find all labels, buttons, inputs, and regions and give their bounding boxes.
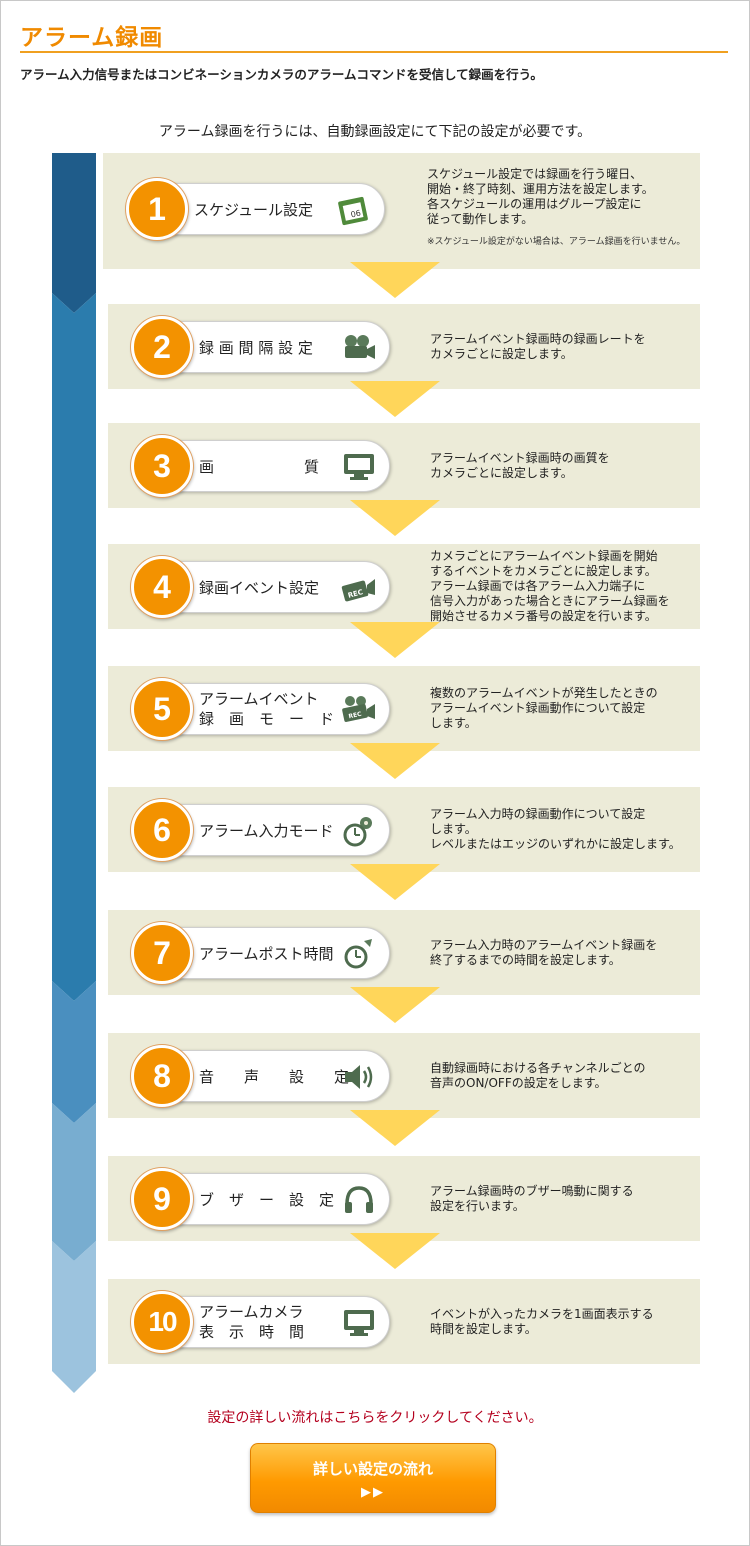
step-number: 3 xyxy=(131,435,193,497)
step-pill: 3 画 質 xyxy=(131,435,390,497)
cta-text: 設定の詳しい流れはこちらをクリックしてください。 xyxy=(207,1410,543,1426)
rec-camera-icon: REC xyxy=(341,570,377,606)
step-number: 1 xyxy=(126,178,188,240)
step-desc-text: スケジュール設定では録画を行う曜日、 開始・終了時刻、運用方法を設定します。 各… xyxy=(427,167,654,226)
step-label: 音 声 設 定 xyxy=(199,1067,350,1086)
step-description: アラーム入力時のアラームイベント録画を 終了するまでの時間を設定します。 xyxy=(430,937,658,967)
step-pill: 1 スケジュール設定 06 xyxy=(126,178,385,240)
step-label-line2: 表 示 時 間 xyxy=(199,1323,305,1341)
step-panel-3: 3 画 質 アラームイベント録画時の画質を カメラごとに設定します。 xyxy=(108,423,700,508)
step-pill: 6 アラーム入力モード xyxy=(131,799,390,861)
monitor-icon xyxy=(341,449,377,485)
flow-arrow xyxy=(350,864,440,900)
speaker-icon xyxy=(341,1059,377,1095)
flow-arrow xyxy=(350,1110,440,1146)
intro-text: アラーム録画を行うには、自動録画設定にて下記の設定が必要です。 xyxy=(158,124,592,140)
film-camera-icon xyxy=(341,330,377,366)
step-description: アラーム録画時のブザー鳴動に関する 設定を行います。 xyxy=(430,1183,634,1213)
rec-film-camera-icon: REC xyxy=(341,692,377,728)
step-pill: 7 アラームポスト時間 xyxy=(131,922,390,984)
step-description: カメラごとにアラームイベント録画を開始 するイベントをカメラごとに設定します。 … xyxy=(430,549,670,623)
title-rule xyxy=(20,51,728,53)
sidebar-label-group: グループA～F設定 xyxy=(26,430,42,570)
sidebar-flow xyxy=(52,153,96,1393)
step-label: アラームポスト時間 xyxy=(199,944,334,963)
step-panel-1: 1 スケジュール設定 06 スケジュール設定では録画を行う曜日、 開始・終了時刻… xyxy=(103,153,700,269)
step-pill: 5 アラームイベント 録 画 モ ー ド REC xyxy=(131,678,390,740)
step-number: 4 xyxy=(131,556,193,618)
step-panel-5: 5 アラームイベント 録 画 モ ー ド REC 複数のアラームイベントが発生し… xyxy=(108,666,700,751)
step-panel-6: 6 アラーム入力モード アラーム入力時の録画動作について設定 します。 レベルま… xyxy=(108,787,700,872)
page-title: アラーム録画 xyxy=(20,25,164,51)
step-label: アラームカメラ 表 示 時 間 xyxy=(199,1297,304,1347)
step-panel-7: 7 アラームポスト時間 アラーム入力時のアラームイベント録画を 終了するまでの時… xyxy=(108,910,700,995)
flow-arrow xyxy=(350,987,440,1023)
sidebar-label-audio: 音声設定 xyxy=(26,1037,42,1097)
step-label: 録画イベント設定 xyxy=(199,578,320,597)
step-description: 自動録画時における各チャンネルごとの 音声のON/OFFの設定をします。 xyxy=(430,1060,646,1090)
calendar-icon: 06 xyxy=(336,192,372,228)
step-label: スケジュール設定 xyxy=(194,200,313,219)
flow-arrow xyxy=(350,743,440,779)
step-label: アラームイベント 録 画 モ ー ド xyxy=(199,684,334,734)
step-panel-9: 9 ブ ザ ー 設 定 アラーム録画時のブザー鳴動に関する 設定を行います。 xyxy=(108,1156,700,1241)
stopwatch-icon xyxy=(341,936,377,972)
sidebar-label-system: システム設定 xyxy=(26,1150,42,1240)
svg-text:REC: REC xyxy=(348,711,363,721)
step-description: イベントが入ったカメラを1画面表示する 時間を設定します。 xyxy=(430,1306,654,1336)
sidebar-label-schedule: スケジュール設定 xyxy=(26,170,42,290)
step-label: ブ ザ ー 設 定 xyxy=(199,1190,335,1209)
step-number: 10 xyxy=(131,1291,193,1353)
play-arrows-icon: ▶▶ xyxy=(361,1485,385,1500)
step-pill: 4 録画イベント設定 REC xyxy=(131,556,390,618)
step-label: 画 質 xyxy=(199,457,320,476)
step-label-line1: アラームイベント xyxy=(199,690,319,708)
step-description: スケジュール設定では録画を行う曜日、 開始・終了時刻、運用方法を設定します。 各… xyxy=(427,167,689,250)
monitor-icon xyxy=(341,1305,377,1341)
step-description: アラーム入力時の録画動作について設定 します。 レベルまたはエッジのいずれかに設… xyxy=(430,807,681,851)
flow-arrow xyxy=(350,622,440,658)
step-number: 5 xyxy=(131,678,193,740)
step-pill: 2 録 画 間 隔 設 定 xyxy=(131,316,390,378)
flow-arrow xyxy=(350,500,440,536)
step-description: アラームイベント録画時の録画レートを カメラごとに設定します。 xyxy=(430,331,646,361)
step-description: 複数のアラームイベントが発生したときの アラームイベント録画動作について設定 し… xyxy=(430,686,658,730)
step-description: アラームイベント録画時の画質を カメラごとに設定します。 xyxy=(430,450,610,480)
cta-button-label: 詳しい設定の流れ xyxy=(312,1460,433,1478)
flow-arrow xyxy=(350,381,440,417)
sidebar-band-audio xyxy=(52,981,96,1123)
step-panel-10: 10 アラームカメラ 表 示 時 間 イベントが入ったカメラを1画面表示する 時… xyxy=(108,1279,700,1364)
step-number: 8 xyxy=(131,1045,193,1107)
step-label: 録 画 間 隔 設 定 xyxy=(199,338,313,357)
step-number: 7 xyxy=(131,922,193,984)
step-panel-2: 2 録 画 間 隔 設 定 アラームイベント録画時の録画レートを カメラごとに設… xyxy=(108,304,700,389)
detailed-flow-button[interactable]: 詳しい設定の流れ ▶▶ xyxy=(250,1443,496,1513)
step-panel-8: 8 音 声 設 定 自動録画時における各チャンネルごとの 音声のON/OFFの設… xyxy=(108,1033,700,1118)
sidebar-label-display: 画面表示設定 xyxy=(26,1284,42,1374)
svg-text:REC: REC xyxy=(347,588,364,600)
step-number: 6 xyxy=(131,799,193,861)
timer-gear-icon xyxy=(341,813,377,849)
page-subtitle: アラーム入力信号またはコンビネーションカメラのアラームコマンドを受信して録画を行… xyxy=(20,67,543,82)
flow-arrow xyxy=(350,262,440,298)
step-panel-4: 4 録画イベント設定 REC カメラごとにアラームイベント録画を開始 するイベン… xyxy=(108,544,700,629)
step-pill: 8 音 声 設 定 xyxy=(131,1045,390,1107)
sidebar-band-system xyxy=(52,1103,96,1261)
step-pill: 10 アラームカメラ 表 示 時 間 xyxy=(131,1291,390,1353)
sidebar-band-group xyxy=(52,293,96,1001)
step-label-line2: 録 画 モ ー ド xyxy=(199,710,335,728)
step-label-line1: アラームカメラ xyxy=(199,1303,304,1321)
svg-text:06: 06 xyxy=(350,209,362,220)
flow-arrow xyxy=(350,1233,440,1269)
sidebar-band-schedule xyxy=(52,153,96,313)
headphones-icon xyxy=(341,1182,377,1218)
step-number: 9 xyxy=(131,1168,193,1230)
step-number: 2 xyxy=(131,316,193,378)
step-note: ※スケジュール設定がない場合は、アラーム録画を行いません。 xyxy=(427,237,686,247)
step-pill: 9 ブ ザ ー 設 定 xyxy=(131,1168,390,1230)
sidebar-band-display xyxy=(52,1241,96,1393)
step-label: アラーム入力モード xyxy=(199,821,334,840)
